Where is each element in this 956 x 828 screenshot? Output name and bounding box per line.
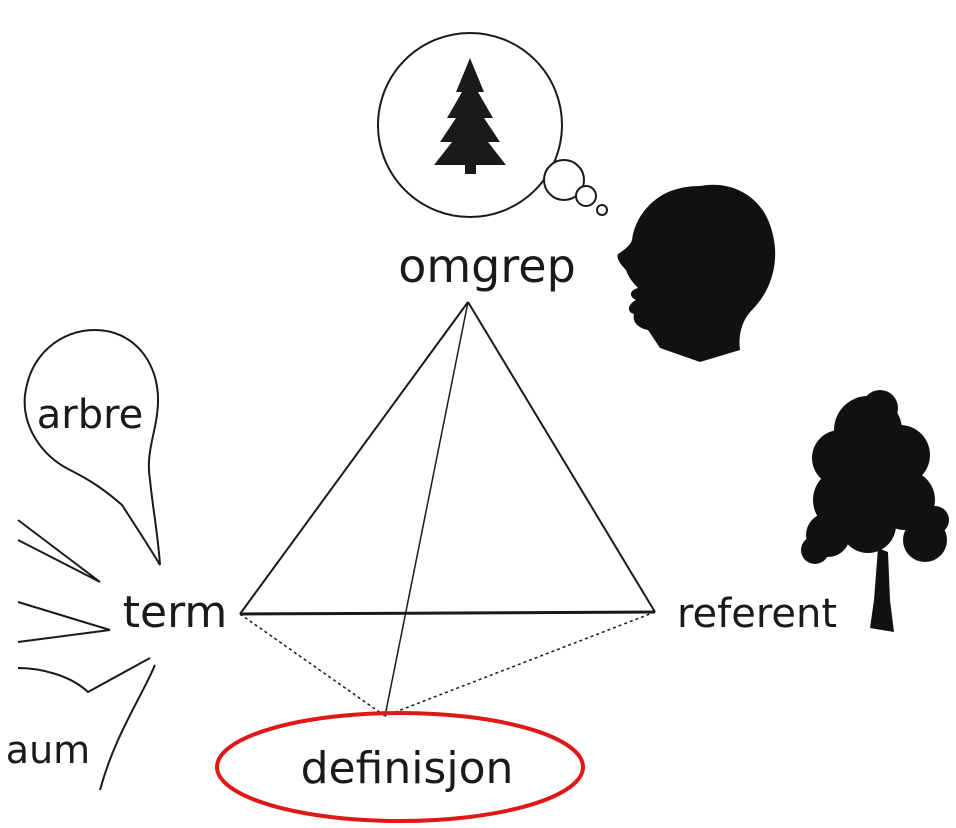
concept-label: omgrep — [398, 239, 576, 293]
edge-concept-referent — [467, 301, 656, 613]
deciduous-tree-icon — [801, 390, 949, 632]
term-label: term — [123, 587, 228, 638]
edge-concept-term — [239, 301, 469, 615]
definition-label: definisjon — [301, 743, 514, 794]
edge-term-referent — [239, 610, 656, 616]
edge-referent-definition — [384, 611, 656, 717]
referent-label: referent — [677, 591, 837, 637]
thought-bubble-icon — [377, 32, 608, 218]
language-strokes — [17, 519, 156, 791]
edge-concept-definition — [384, 301, 469, 717]
head-silhouette-icon — [617, 184, 776, 362]
definition-highlight — [215, 711, 585, 823]
conifer-tree-icon — [434, 58, 506, 174]
speech-bubble-icon — [23, 328, 161, 566]
partial-word-label: aum — [6, 728, 90, 772]
speech-bubble-word: arbre — [37, 392, 144, 438]
triangle-edges — [239, 301, 656, 717]
edge-term-definition — [239, 613, 386, 717]
